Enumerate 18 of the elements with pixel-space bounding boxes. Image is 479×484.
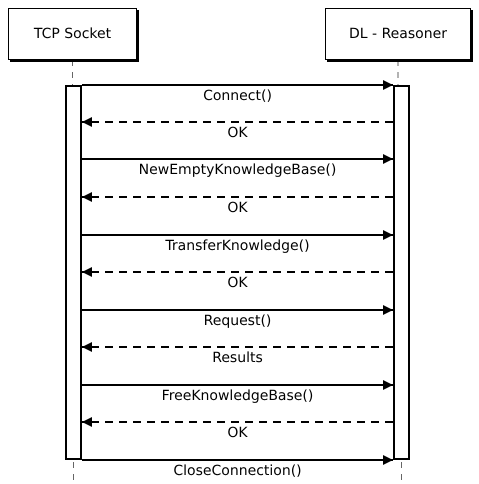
activation-bar <box>393 85 410 460</box>
message-arrow <box>82 117 393 127</box>
message-arrow <box>82 380 393 390</box>
message-arrow <box>82 417 393 427</box>
lifeline-header-box <box>325 8 471 60</box>
message-arrow <box>82 342 393 352</box>
activation-bar <box>65 85 82 460</box>
message-arrow <box>82 267 393 277</box>
lifeline <box>72 60 73 86</box>
lifeline-header-box <box>8 8 137 60</box>
message-arrow <box>82 154 393 164</box>
participant-name: TCP Socket <box>34 26 112 42</box>
message-arrow <box>82 305 393 315</box>
message-arrow <box>82 192 393 202</box>
message-arrow <box>82 80 393 90</box>
participant-name: DL - Reasoner <box>349 26 447 42</box>
message-label: Connect() <box>201 88 274 104</box>
message-arrow <box>82 230 393 240</box>
